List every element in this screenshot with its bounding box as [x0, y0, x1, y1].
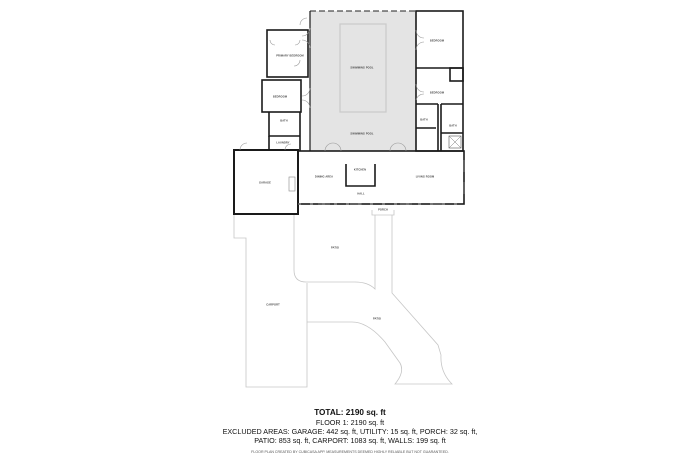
excluded-areas-line-2: PATIO: 853 sq. ft, CARPORT: 1083 sq. ft,… [254, 436, 446, 445]
room-label-bedroom-right-upper: BEDROOM [429, 39, 445, 43]
room-label-bath: BATH [280, 119, 288, 123]
main-walls [297, 150, 465, 205]
room-label-kitchen: KITCHEN [353, 168, 367, 172]
room-label-pool-deck: SWIMMING POOL [350, 132, 374, 136]
room-label-living-room: LIVING ROOM [415, 175, 435, 179]
door-swings [239, 17, 425, 152]
room-label-patio-lower: PATIO [372, 317, 382, 321]
floor-plan [233, 10, 465, 388]
room-label-bedroom-right-lower: BEDROOM [429, 91, 445, 95]
room-label-garage: GARAGE [259, 181, 271, 185]
disclaimer: FLOOR PLAN CREATED BY CUBICASA APP. MEAS… [251, 450, 449, 454]
room-label-primary-bedroom: PRIMARY BEDROOM [276, 54, 304, 58]
room-label-dining-area: DINING AREA [314, 175, 334, 179]
right-wing-walls [415, 10, 464, 152]
room-label-carport: CARPORT [266, 303, 280, 307]
room-label-bath-right-1: BATH [420, 118, 428, 122]
bedroom-wing-walls [261, 29, 309, 151]
swimming-pool [339, 23, 387, 113]
room-label-hall: HALL [357, 192, 365, 196]
exterior-outlines [233, 210, 453, 388]
room-label-porch: PORCH [378, 208, 388, 212]
room-label-laundry: LAUNDRY [276, 141, 290, 145]
room-label-bath-right-2: BATH [449, 124, 457, 128]
total-area: TOTAL: 2190 sq. ft [314, 408, 386, 417]
room-label-bedroom: BEDROOM [272, 95, 288, 99]
excluded-areas-line-1: EXCLUDED AREAS: GARAGE: 442 sq. ft, UTIL… [222, 427, 478, 436]
floor-area: FLOOR 1: 2190 sq. ft [315, 418, 385, 427]
room-label-patio-upper: PATIO [330, 246, 340, 250]
room-label-swimming-pool: SWIMMING POOL [350, 66, 374, 70]
